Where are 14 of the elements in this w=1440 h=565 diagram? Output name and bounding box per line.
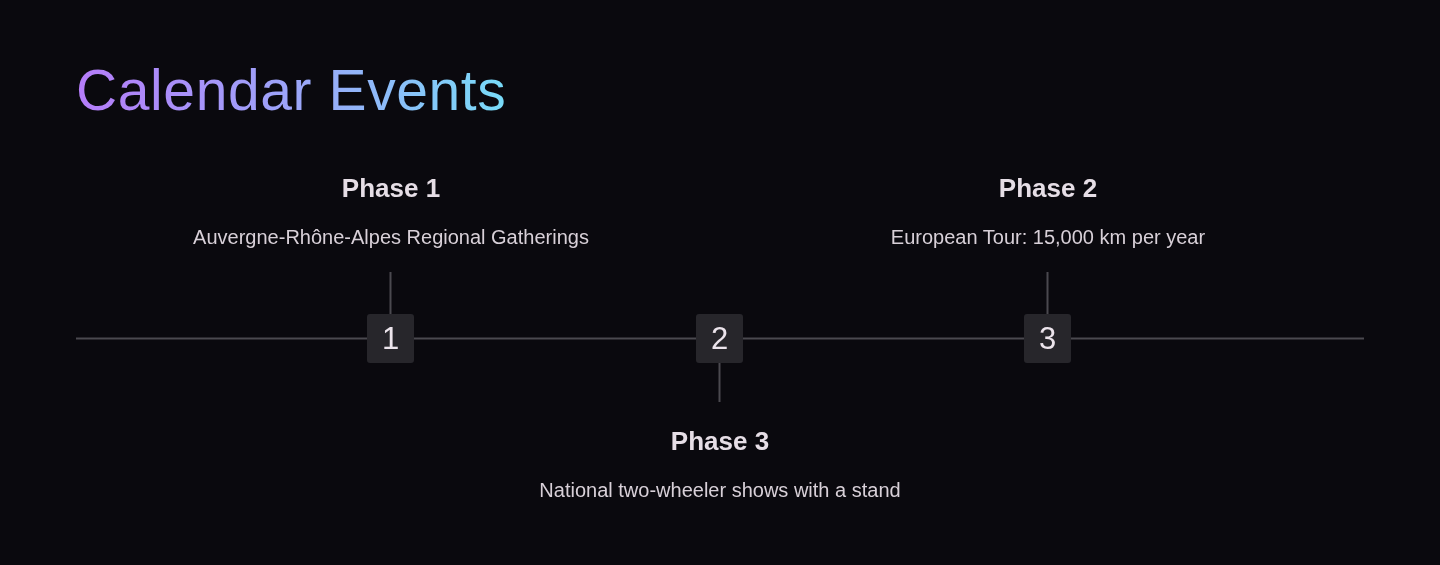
phase-description: Auvergne-Rhône-Alpes Regional Gatherings: [193, 225, 589, 250]
phase-heading: Phase 3: [670, 425, 770, 458]
timeline-line: [413, 337, 697, 340]
connector-line: [1046, 271, 1049, 315]
phase-description: National two-wheeler shows with a stand: [539, 478, 901, 503]
step-number-marker: 1: [367, 314, 414, 363]
connector-line: [389, 271, 392, 315]
step-number-marker: 2: [696, 314, 743, 363]
connector-line: [718, 362, 721, 403]
timeline-line: [742, 337, 1025, 340]
phase-heading: Phase 1: [341, 172, 441, 205]
phase-description: European Tour: 15,000 km per year: [890, 225, 1206, 250]
phase-heading: Phase 2: [998, 172, 1098, 205]
step-number-marker: 3: [1024, 314, 1071, 363]
